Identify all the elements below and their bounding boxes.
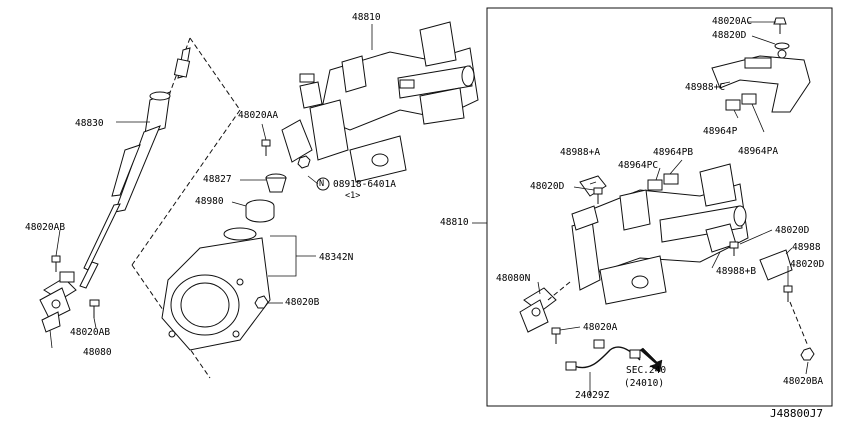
- bolt-48020A: [551, 327, 561, 344]
- label-48988B: 48988+B: [716, 266, 757, 277]
- label-48988C: 48988+C: [685, 82, 726, 93]
- label-48020D-left: 48020D: [530, 181, 565, 192]
- label-48810-right: 48810: [440, 217, 469, 228]
- label-48964P: 48964P: [703, 126, 738, 137]
- bolt-48020AB-lower: [89, 299, 100, 318]
- label-48988A: 48988+A: [560, 147, 601, 158]
- label-48827: 48827: [203, 174, 232, 185]
- label-48020BA: 48020BA: [783, 376, 824, 387]
- washer-48820D: [774, 42, 790, 50]
- label-48830: 48830: [75, 118, 104, 129]
- label-sec-240: SEC.240: [626, 365, 667, 376]
- shaft-envelope-dash: [131, 37, 241, 379]
- leader-lines: [49, 21, 809, 396]
- label-48020D-right2: 48020D: [790, 259, 825, 270]
- bushing-48980: [245, 199, 275, 223]
- intermediate-shaft-48830: [79, 47, 191, 289]
- bolt-48020AC: [773, 17, 787, 34]
- label-48020AC: 48020AC: [712, 16, 753, 27]
- pad-48964P: [725, 93, 757, 111]
- label-48820D: 48820D: [712, 30, 747, 41]
- bolt-48020AA: [261, 139, 271, 156]
- bolt-48020D-left: [593, 187, 603, 204]
- pad-48964PB: [663, 173, 679, 185]
- pad-48964PC: [647, 179, 663, 191]
- label-48020AB-lower: 48020AB: [70, 327, 111, 338]
- label-08918-6401A: 08918-6401A: [333, 179, 396, 190]
- label-48020B: 48020B: [285, 297, 320, 308]
- label-48964PC: 48964PC: [618, 160, 659, 171]
- bolt-48020AB-upper: [51, 255, 61, 272]
- bracket-48988: [759, 249, 793, 281]
- label-48342N: 48342N: [319, 252, 354, 263]
- column-assembly-48810-inset: [571, 163, 749, 305]
- sec-arrow: [639, 347, 663, 373]
- label-48964PB: 48964PB: [653, 147, 694, 158]
- bracket-48988A: [579, 175, 607, 197]
- nut-08918-6401A: [297, 155, 311, 169]
- label-48080N: 48080N: [496, 273, 531, 284]
- bolt-48020D-right1: [729, 241, 739, 256]
- label-48980: 48980: [195, 196, 224, 207]
- label-nut-quantity: <1>: [345, 191, 361, 201]
- label-48020A: 48020A: [583, 322, 618, 333]
- label-48020D-right1: 48020D: [775, 225, 810, 236]
- label-24029Z: 24029Z: [575, 390, 610, 401]
- universal-joint-48080: [39, 271, 77, 333]
- label-48988: 48988: [792, 242, 821, 253]
- column-cover-48342N: [161, 227, 271, 351]
- nut-48020BA: [800, 347, 815, 361]
- label-48080: 48080: [83, 347, 112, 358]
- label-48964PA: 48964PA: [738, 146, 779, 157]
- spring-48827: [265, 173, 287, 193]
- bolt-48020D-right2: [783, 285, 793, 302]
- label-48810-top: 48810: [352, 12, 381, 23]
- universal-joint-48080N: [519, 287, 557, 333]
- diagram-reference-code: J48800J7: [770, 407, 823, 420]
- label-48020AB-upper: 48020AB: [25, 222, 66, 233]
- label-24010: (24010): [624, 378, 665, 389]
- bracket-48988C: [711, 49, 811, 113]
- label-48020AA: 48020AA: [238, 110, 279, 121]
- inset-frame: [486, 7, 833, 407]
- nut-symbol-circle: [316, 177, 330, 191]
- column-assembly-48810-left: [281, 21, 479, 183]
- harness-24029Z: [565, 339, 641, 371]
- screw-48020B: [254, 295, 269, 309]
- nut-symbol-letter: N: [319, 179, 325, 189]
